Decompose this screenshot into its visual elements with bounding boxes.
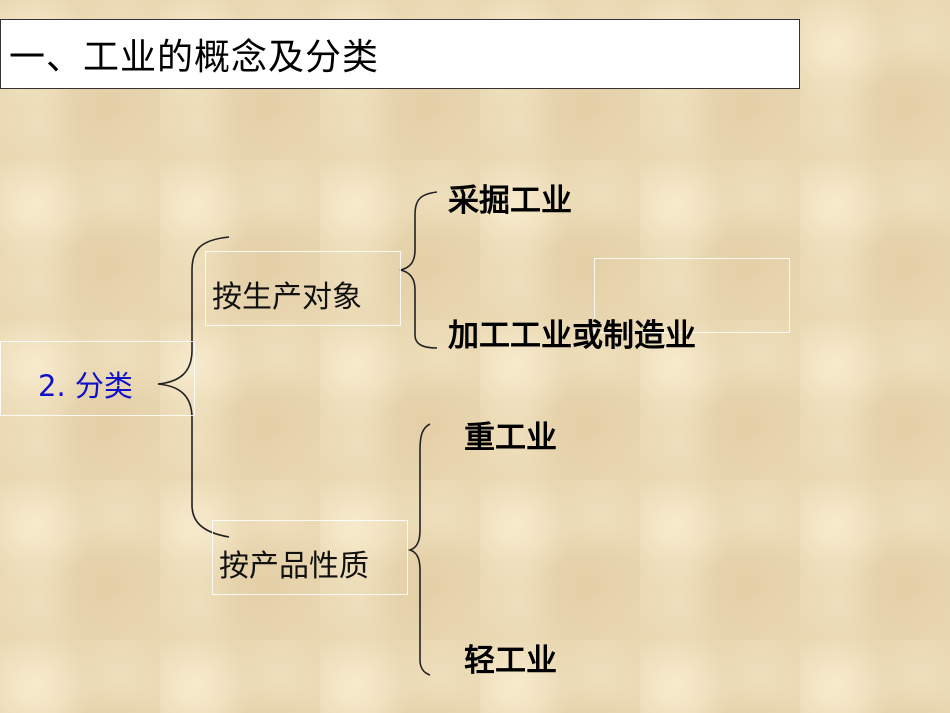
branch-production-object-label: 按生产对象 (212, 280, 362, 315)
root-node-frame (0, 341, 195, 416)
branch2-brace (407, 423, 431, 676)
root-brace (157, 236, 230, 538)
slide-title: 一、工业的概念及分类 (9, 37, 380, 78)
leaf-processing-industry: 加工工业或制造业 (448, 318, 696, 354)
leaf-mining-industry: 采掘工业 (448, 183, 572, 219)
leaf-heavy-industry: 重工业 (464, 420, 557, 456)
root-node-label: 2. 分类 (38, 369, 133, 403)
slide-title-box: 一、工业的概念及分类 (0, 19, 800, 89)
branch1-brace (399, 191, 438, 349)
branch-product-nature-frame (212, 520, 408, 595)
branch-product-nature-label: 按产品性质 (219, 549, 369, 584)
leaf-light-industry: 轻工业 (464, 643, 557, 679)
empty-frame (594, 258, 790, 333)
branch-production-object-frame (205, 251, 401, 326)
